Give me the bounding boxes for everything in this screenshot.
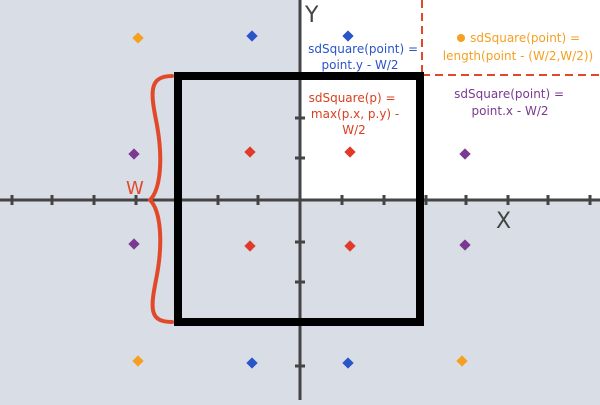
side-region-line-1: sdSquare(point) = [454, 87, 564, 101]
inside-region-line-3: W/2 [342, 123, 366, 137]
corner-region-line-2: length(point - (W/2,W/2)) [443, 49, 593, 63]
highlight-region-inner [300, 75, 422, 200]
corner-region-annotation: sdSquare(point) = length(point - (W/2,W/… [443, 31, 593, 63]
purple-point [459, 239, 471, 251]
x-axis-label: X [496, 209, 511, 234]
blue-point [246, 357, 258, 369]
inside-region-line-1: sdSquare(p) = [309, 91, 396, 105]
red-point [344, 146, 356, 158]
purple-point [128, 238, 140, 250]
corner-region-legend-dot [457, 34, 465, 42]
red-point [244, 146, 256, 158]
inside-region-annotation: sdSquare(p) = max(p.x, p.y) - W/2 [309, 91, 403, 137]
red-point [244, 240, 256, 252]
square-outline [174, 72, 424, 326]
top-region-line-1: sdSquare(point) = [308, 42, 418, 56]
purple-point [128, 148, 140, 160]
orange-point [132, 355, 144, 367]
corner-region-line-1: sdSquare(point) = [470, 31, 580, 45]
blue-point [342, 357, 354, 369]
top-region-annotation: sdSquare(point) = point.y - W/2 [308, 42, 422, 72]
side-region-annotation: sdSquare(point) = point.x - W/2 [454, 87, 568, 118]
red-point [344, 240, 356, 252]
highlight-region-side [422, 75, 600, 200]
y-axis-label: Y [304, 3, 319, 28]
orange-point [456, 355, 468, 367]
orange-point [132, 32, 144, 44]
width-label: W [126, 178, 144, 199]
top-region-line-2: point.y - W/2 [321, 58, 398, 72]
side-region-line-2: point.x - W/2 [471, 104, 548, 118]
x-axis-ticks [10, 195, 592, 205]
inside-region-line-2: max(p.x, p.y) - [311, 107, 399, 121]
width-brace [147, 74, 174, 324]
purple-point [459, 148, 471, 160]
